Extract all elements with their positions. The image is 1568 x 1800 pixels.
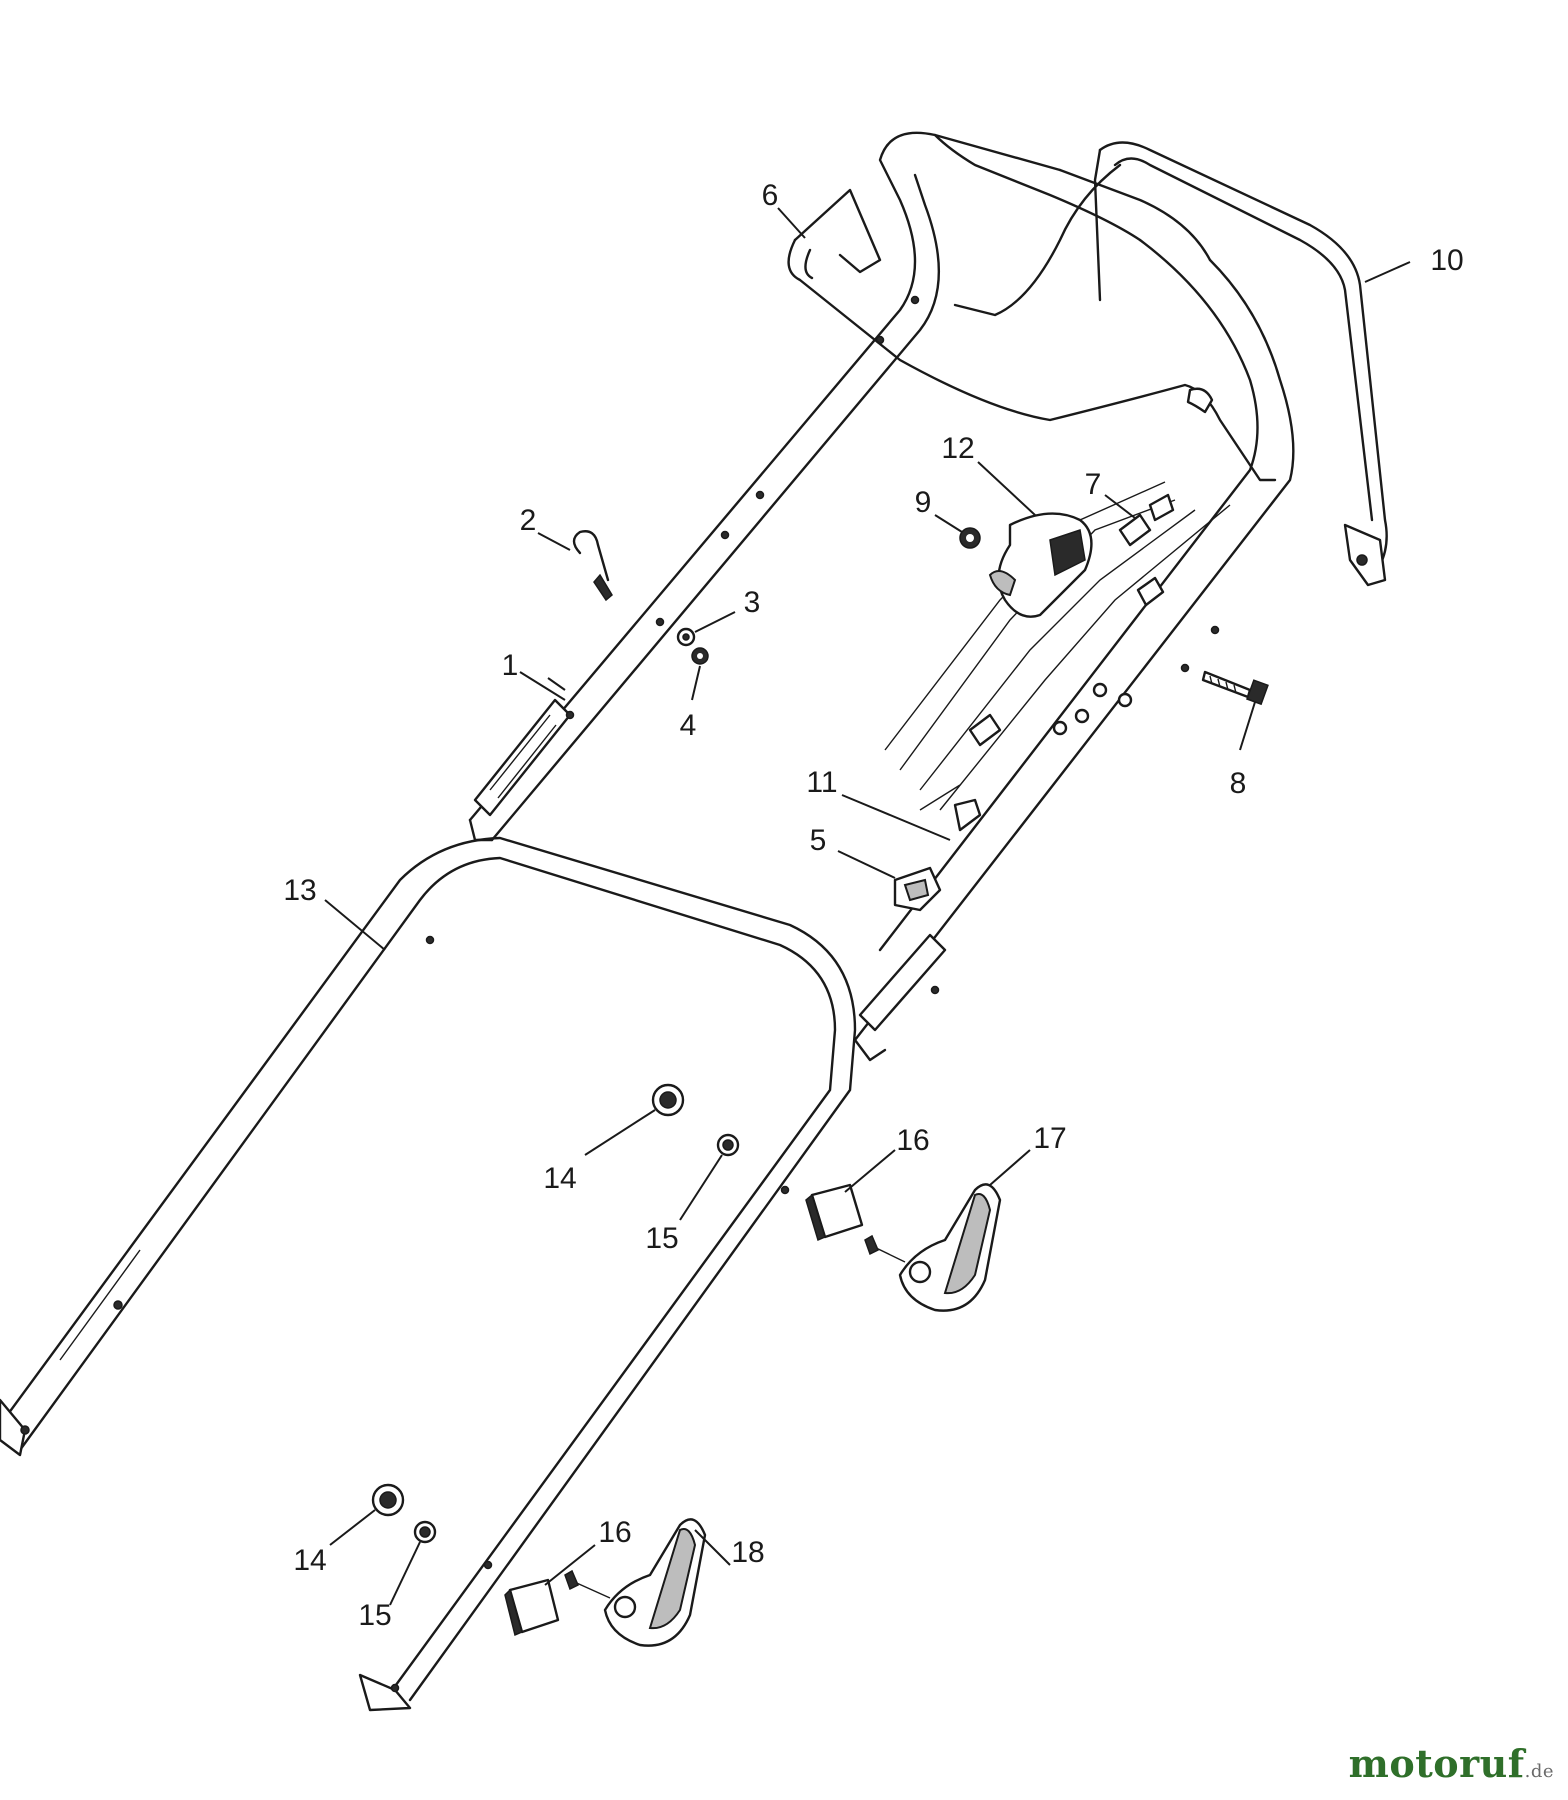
callout-15-lower: 15 (358, 1541, 421, 1632)
callout-number: 15 (645, 1222, 678, 1255)
callout-number: 13 (283, 874, 316, 907)
bail-bar-part-6 (787, 163, 1277, 482)
callout-number: 2 (520, 504, 537, 537)
callout-number: 4 (680, 709, 697, 742)
callout-number: 1 (502, 649, 519, 682)
callout-3: 3 (694, 586, 761, 633)
callout-number: 14 (543, 1162, 576, 1195)
callout-7: 7 (1085, 468, 1136, 519)
callout-2: 2 (520, 504, 571, 551)
callout-number: 7 (1085, 468, 1102, 501)
bolt-part-8 (1201, 670, 1269, 706)
washer-part-3 (676, 627, 696, 647)
hook-part-2 (572, 530, 613, 602)
callout-number: 17 (1033, 1122, 1066, 1155)
callout-18: 18 (694, 1529, 765, 1569)
callout-number: 18 (731, 1536, 764, 1569)
callout-number: 16 (896, 1124, 929, 1157)
callout-16-upper: 16 (844, 1124, 930, 1193)
callout-17: 17 (989, 1122, 1067, 1186)
callout-number: 11 (806, 766, 837, 799)
callout-15-upper: 15 (645, 1154, 723, 1255)
clip-part-5 (893, 866, 942, 912)
spacer-part-16-upper (805, 1183, 864, 1242)
callout-number: 5 (810, 824, 827, 857)
callout-11: 11 (806, 766, 951, 841)
nut-part-9 (959, 527, 981, 549)
callout-10: 10 (1364, 244, 1464, 283)
nut-part-15-upper (716, 1133, 740, 1157)
callout-number: 12 (941, 432, 974, 465)
handle-knob-part-17 (864, 1183, 1002, 1312)
nut-part-15-lower (413, 1520, 437, 1544)
callout-number: 10 (1430, 244, 1463, 277)
callout-number: 15 (358, 1599, 391, 1632)
nut-part-4 (691, 647, 709, 665)
handle-knob-part-18 (564, 1518, 707, 1647)
knob-nut-part-14-lower (371, 1483, 405, 1517)
lower-handle-part-13 (0, 836, 857, 1712)
control-lever-part-12 (988, 512, 1093, 618)
callout-4: 4 (680, 665, 701, 742)
callout-14-lower: 14 (293, 1509, 376, 1577)
callout-13: 13 (283, 874, 386, 951)
callout-9: 9 (915, 486, 963, 533)
callout-14-upper: 14 (543, 1109, 656, 1195)
callout-number: 6 (762, 179, 779, 212)
rear-bar-part-10 (1093, 141, 1388, 587)
callout-number: 3 (744, 586, 761, 619)
callout-12: 12 (941, 432, 1036, 516)
watermark-suffix: .de (1524, 1761, 1554, 1782)
callout-8: 8 (1230, 701, 1256, 800)
upper-handle-part-1 (468, 131, 1295, 1062)
spacer-part-16-lower (504, 1578, 560, 1637)
knob-nut-part-14-upper (651, 1083, 685, 1117)
callout-16-lower: 16 (544, 1516, 632, 1586)
callout-number: 8 (1230, 767, 1247, 800)
callout-number: 16 (598, 1516, 631, 1549)
callout-6: 6 (762, 179, 806, 239)
callout-number: 9 (915, 486, 932, 519)
watermark-main: motoruf (1348, 1741, 1525, 1786)
watermark-logo: motoruf.de (1349, 1741, 1554, 1786)
callout-1: 1 (502, 649, 566, 701)
callout-number: 14 (293, 1544, 326, 1577)
callout-5: 5 (810, 824, 896, 879)
